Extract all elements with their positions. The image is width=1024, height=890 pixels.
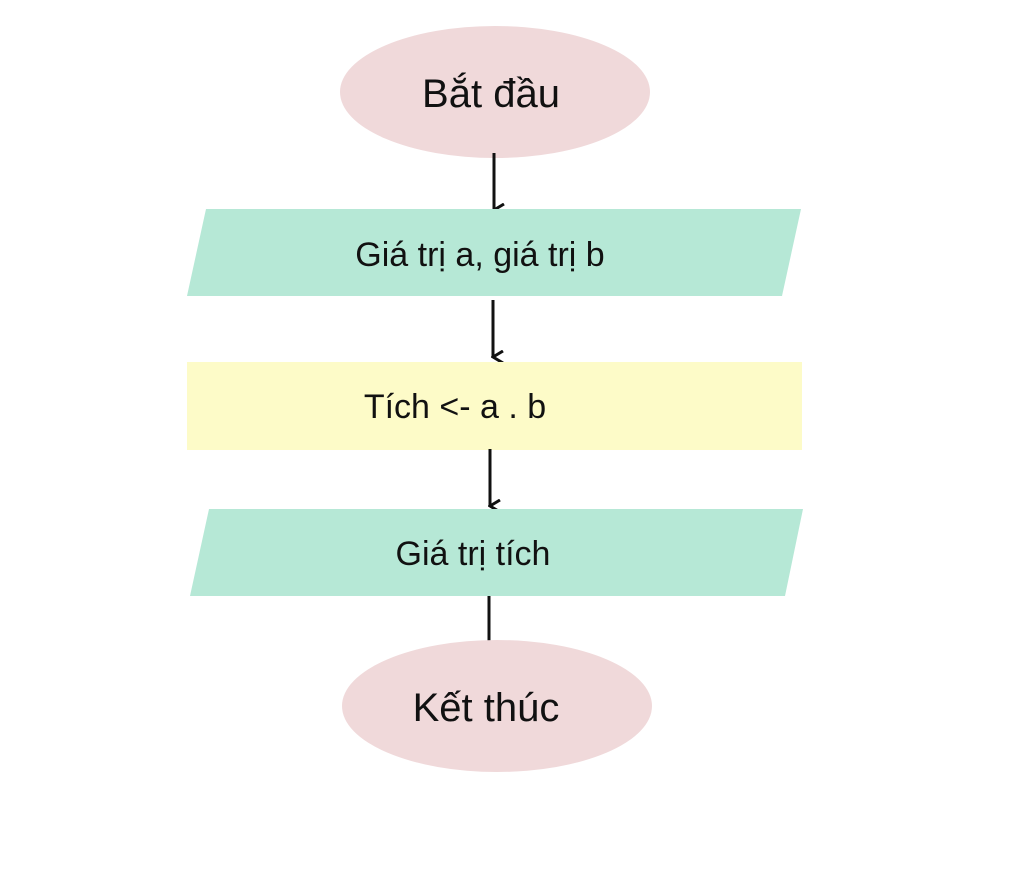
input-parallelogram: [187, 209, 801, 296]
start-label: Bắt đầu: [422, 71, 560, 116]
end-node: Kết thúc: [342, 640, 652, 772]
input-label: Giá trị a, giá trị b: [355, 236, 604, 274]
end-label: Kết thúc: [413, 686, 560, 730]
output-node: Giá trị tích: [190, 509, 803, 596]
output-parallelogram: [190, 509, 803, 596]
process-node: Tích <- a . b: [187, 362, 802, 450]
process-rectangle: [187, 362, 802, 450]
end-ellipse: [342, 640, 652, 772]
input-node: Giá trị a, giá trị b: [187, 209, 801, 296]
process-label: Tích <- a . b: [364, 388, 546, 426]
start-node: Bắt đầu: [340, 26, 650, 158]
start-ellipse: [340, 26, 650, 158]
output-label: Giá trị tích: [396, 535, 551, 573]
